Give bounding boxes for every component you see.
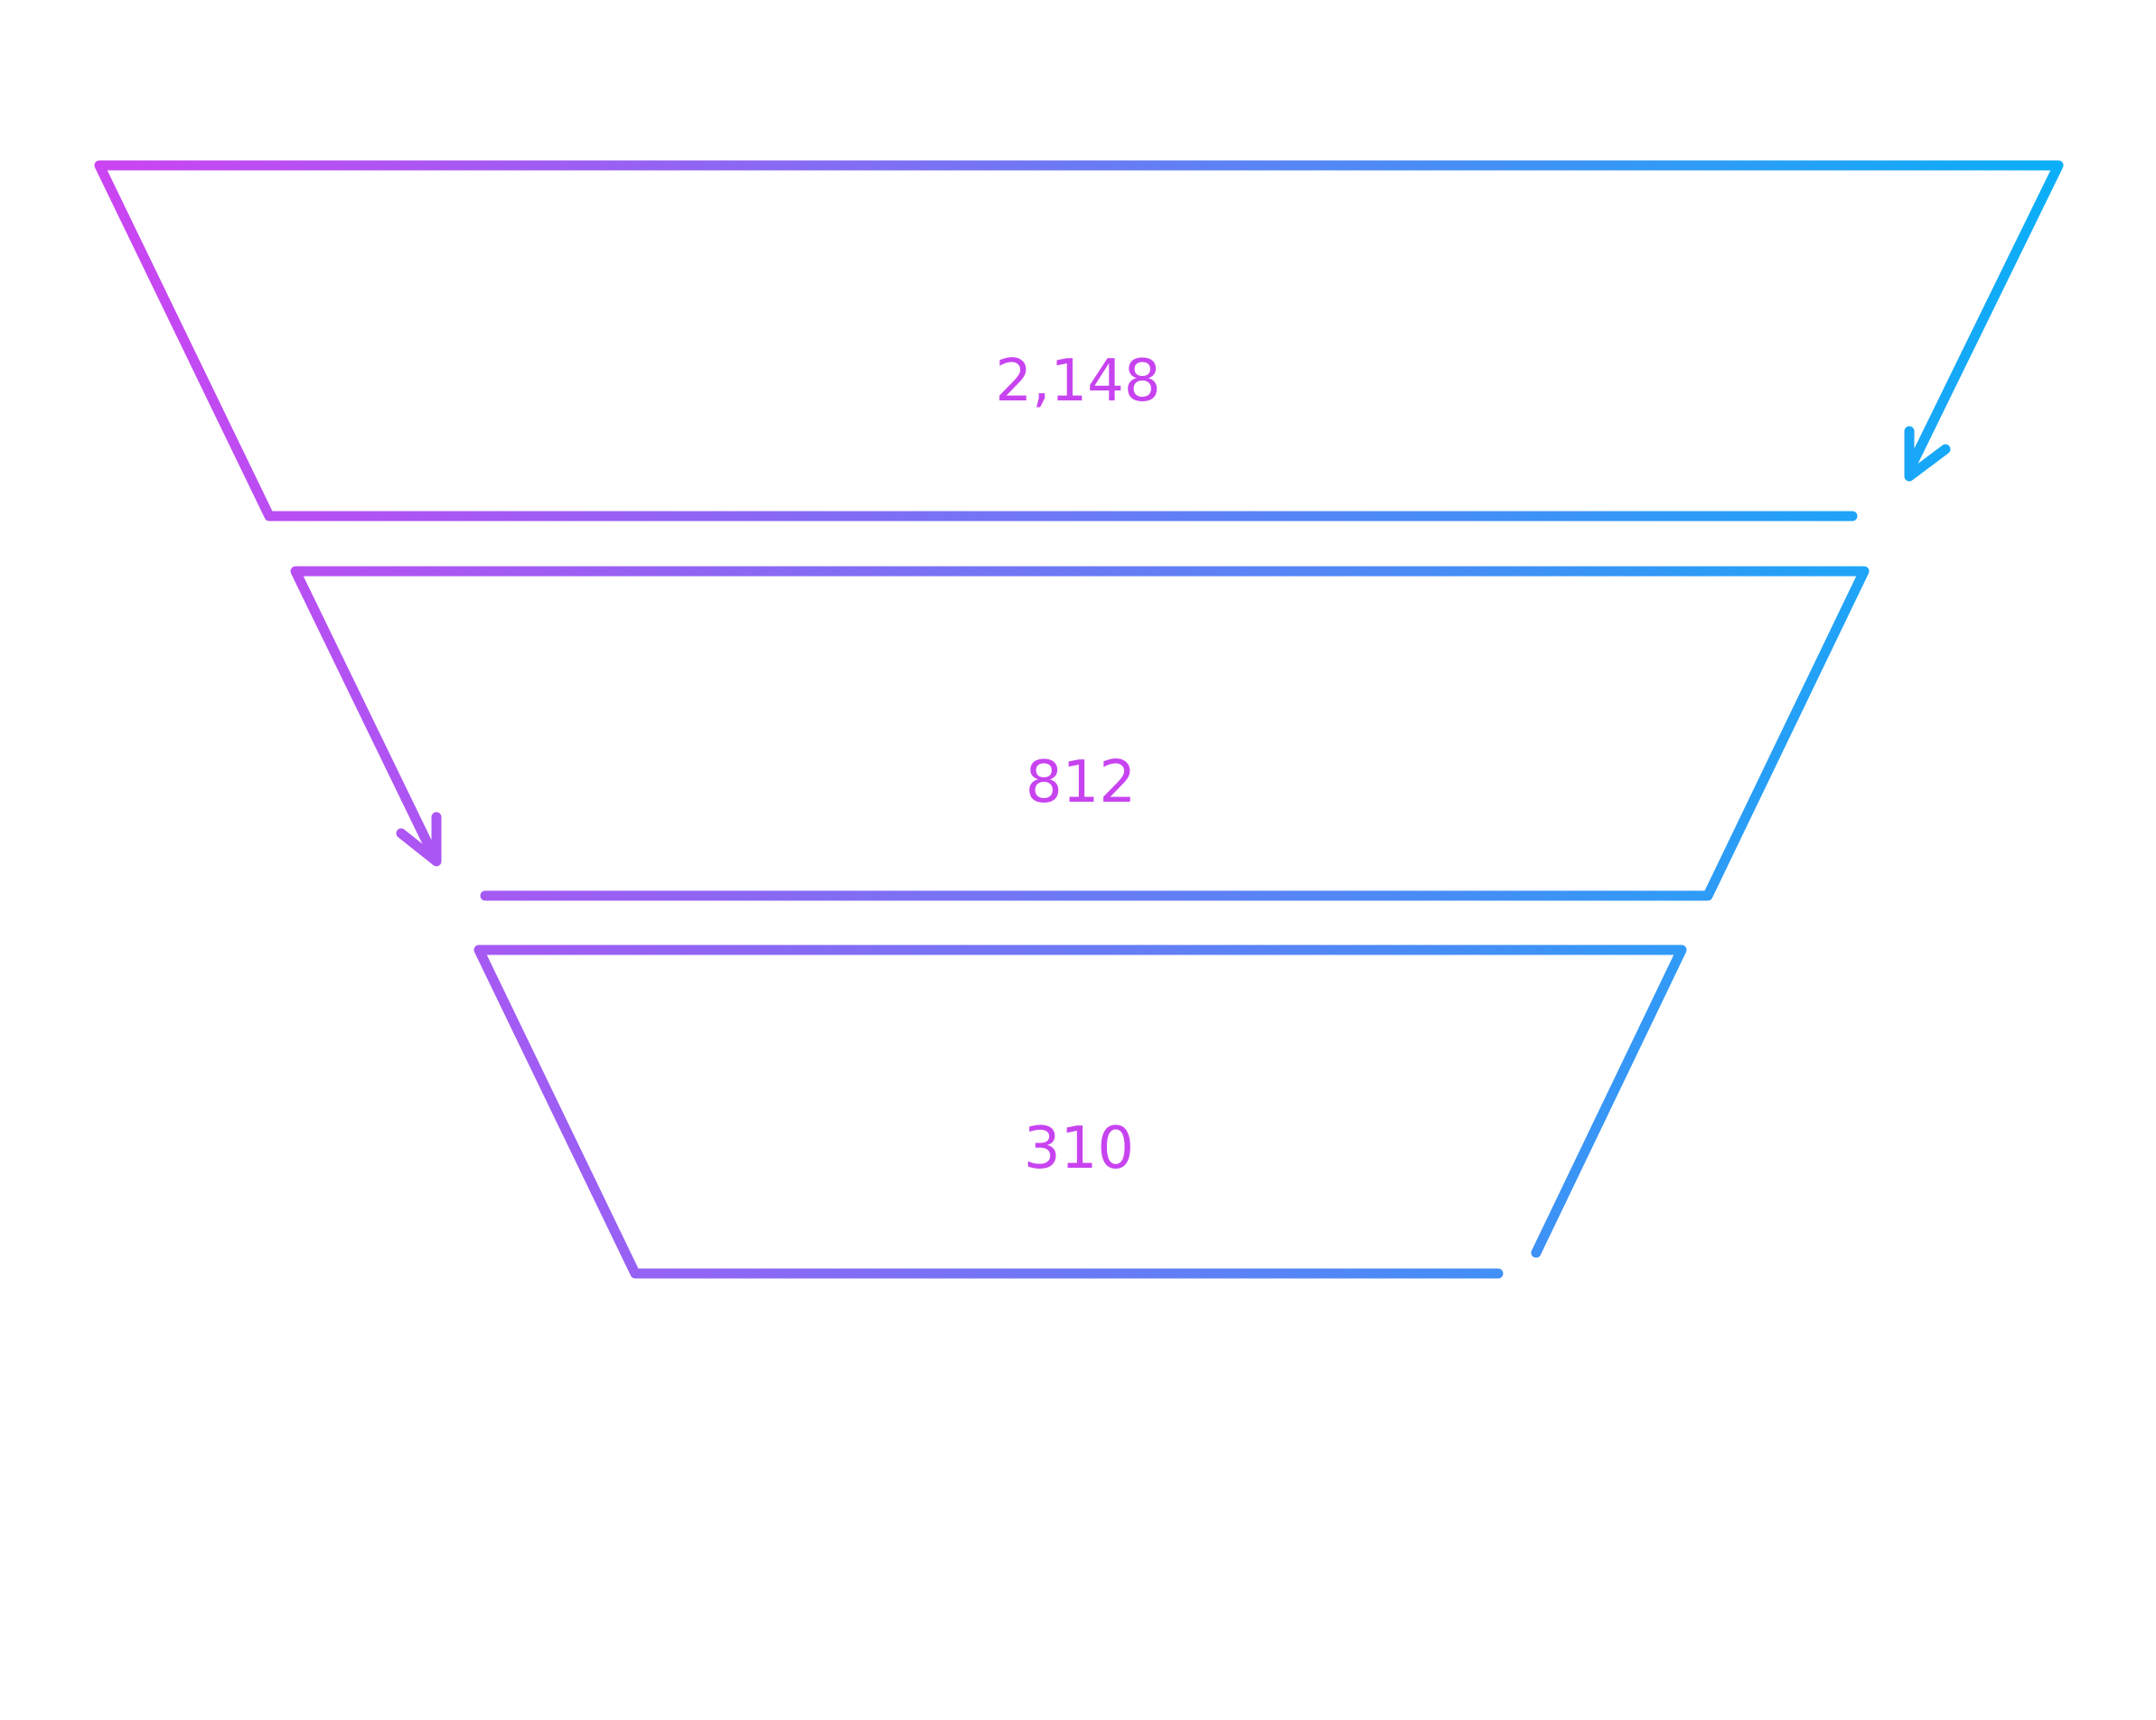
funnel-stage-1-arrowhead: [1904, 426, 1951, 482]
funnel-stage-3: 310: [473, 945, 1687, 1279]
funnel-stage-1-value: 2,148: [995, 348, 1160, 415]
funnel-stage-3-outline: [473, 945, 1687, 1279]
funnel-stage-2-arrowhead: [396, 812, 442, 867]
funnel-stage-2-value: 812: [1026, 749, 1136, 816]
funnel-stage-3-value: 310: [1024, 1115, 1134, 1182]
funnel-stage-2-outline: [290, 566, 1870, 901]
funnel-stage-1: 2,148: [94, 160, 2064, 522]
funnel-stage-2: 812: [290, 566, 1870, 901]
funnel-stage-1-outline: [94, 160, 2064, 522]
